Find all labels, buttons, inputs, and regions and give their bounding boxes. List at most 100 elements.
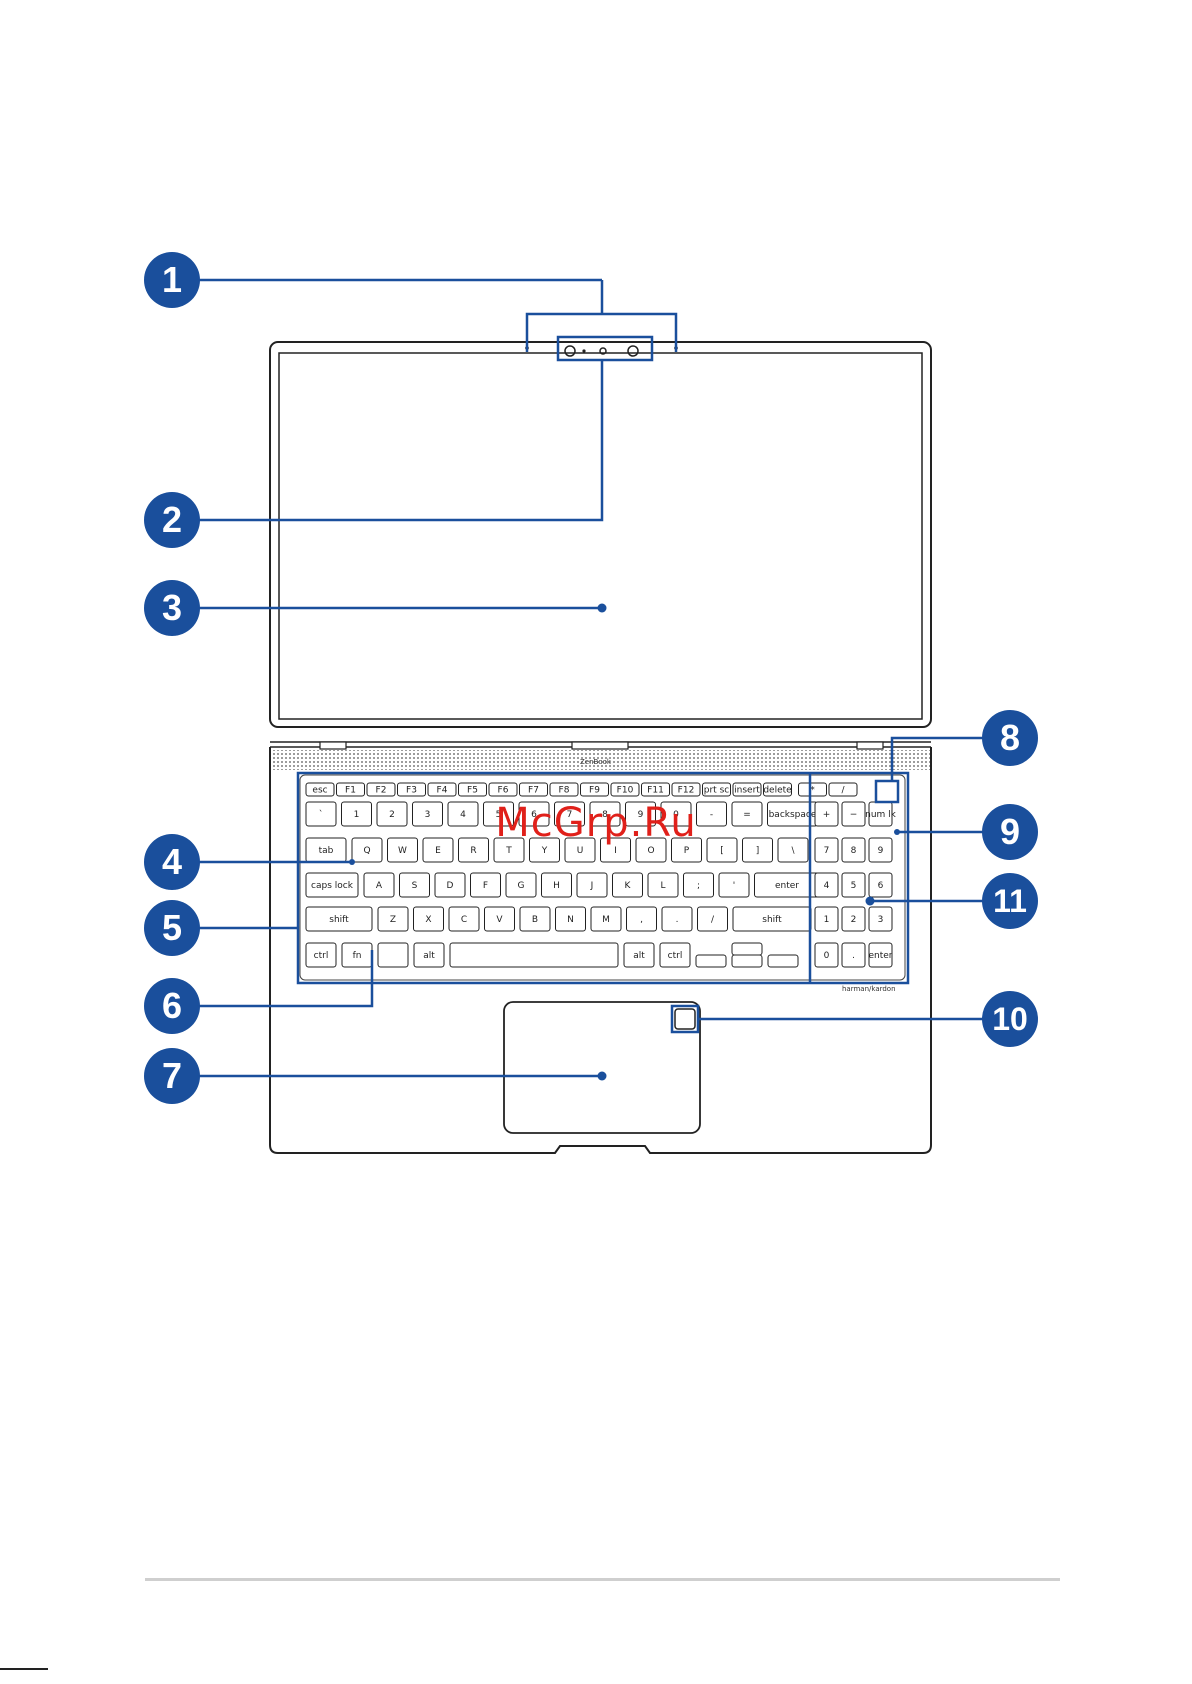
num-row-6-key: [518, 801, 550, 827]
num-row-11-key-label: -: [710, 810, 713, 820]
num-row-8-key: [589, 801, 621, 827]
z-row-1-key: [413, 906, 444, 932]
q-row-5-key-label: Y: [541, 846, 548, 856]
speaker-grille: [270, 750, 931, 770]
fn-row-15-key: [763, 782, 792, 797]
hinge-left: [319, 741, 347, 750]
callout-badge-8: 8: [982, 710, 1038, 766]
fn-row-3-key-label: F3: [406, 786, 417, 796]
speaker-brand-label: harman/kardon: [842, 985, 896, 993]
q-row-3-key-label: R: [470, 846, 476, 856]
a-row-10-key: [718, 872, 750, 898]
callout-3-dot: [597, 603, 607, 613]
ir-emitter-right: [627, 345, 639, 357]
z-row-3-key-label: V: [496, 915, 503, 925]
a-row-2-key: [434, 872, 466, 898]
z-row-4-key: [519, 906, 551, 932]
q-row-0-key: [351, 837, 383, 863]
zenbook-brand: ZenBook: [580, 758, 612, 766]
num-row-10-key: [660, 801, 692, 827]
fn-row-1-key: [336, 782, 365, 797]
numpad-row5-1-key-label: .: [852, 951, 855, 961]
enter-key-label: enter: [775, 881, 799, 891]
numpad-row5-2-key: [868, 942, 893, 968]
numpad-row2-1-key: [841, 837, 866, 863]
q-row-2-key-label: E: [435, 846, 441, 856]
q-row-2-key: [422, 837, 454, 863]
windows-key: [377, 942, 409, 968]
callout-badge-10: 10: [982, 991, 1038, 1047]
fn-row-9-key: [580, 782, 609, 797]
z-row-6-key: [590, 906, 622, 932]
hinge-right: [856, 741, 884, 750]
q-row-7-key-label: I: [614, 846, 617, 856]
fn-row-14-key-label: insert: [734, 786, 760, 796]
numpad-row1-1-key: [841, 801, 866, 827]
alt-left-key-label: alt: [423, 951, 435, 961]
q-row-4-key-label: T: [505, 846, 512, 856]
num-row-7-key: [554, 801, 585, 827]
callout-badge-1: 1: [144, 252, 200, 308]
numpad-row4-0-key: [814, 906, 839, 932]
numpad-row1-0-key-label: +: [823, 810, 831, 820]
callout-badge-3: 3: [144, 580, 200, 636]
callout-badge-6: 6: [144, 978, 200, 1034]
q-row-6-key-label: U: [577, 846, 584, 856]
a-row-8-key-label: L: [660, 881, 665, 891]
ctrl-left-key-label: ctrl: [314, 951, 329, 961]
num-row-4-key: [447, 801, 479, 827]
fn-row-8-key: [549, 782, 579, 797]
q-row-11-key: [742, 837, 773, 863]
z-row-4-key-label: B: [532, 915, 538, 925]
arrow-left-key: [695, 954, 727, 968]
numpad-row1-1-key-label: −: [850, 810, 858, 820]
callout-8-leader: [890, 736, 1004, 781]
camera-indicator: [582, 349, 586, 353]
z-row-2-key-label: C: [461, 915, 467, 925]
a-row-6-key: [576, 872, 608, 898]
footer-scrap-left: [0, 1668, 48, 1670]
z-row-5-key: [555, 906, 586, 932]
num-row-3-key-label: 3: [425, 810, 431, 820]
callout-8-box: [874, 779, 900, 804]
num-row-6-key-label: 6: [531, 810, 537, 820]
numpad-row5-2-key-label: enter: [868, 951, 892, 961]
fn-row-10-key-label: F10: [617, 786, 634, 796]
numpad-row5-0-key: [814, 942, 839, 968]
fn-row-12-key: [671, 782, 701, 797]
fn-row-5-key-label: F5: [467, 786, 478, 796]
q-row-11-key-label: ]: [756, 846, 760, 856]
num-row-2-key: [376, 801, 408, 827]
q-row-4-key: [493, 837, 525, 863]
a-row-0-key-label: A: [376, 881, 383, 891]
fn-row-3-key: [397, 782, 426, 797]
z-row-1-key-label: X: [425, 915, 431, 925]
q-row-10-key: [706, 837, 738, 863]
ir-emitter-left: [564, 345, 576, 357]
numpad-row2-0-key-label: 7: [824, 846, 830, 856]
a-row-0-key: [363, 872, 395, 898]
numpad-row4-1-key-label: 2: [851, 915, 857, 925]
fn-row-7-key: [519, 782, 548, 797]
numpad-row1-2-key-label: num lk: [865, 810, 897, 820]
arrow-right-key: [767, 954, 799, 968]
numpad-row3-1-key: [841, 872, 866, 898]
numpad-row4-2-key-label: 3: [878, 915, 884, 925]
arrow-up-key: [731, 942, 763, 956]
num-row-1-key: [341, 801, 372, 827]
numpad-row4-0-key-label: 1: [824, 915, 830, 925]
shift-left-key-label: shift: [329, 915, 349, 925]
numpad-row2-2-key: [868, 837, 893, 863]
numpad-row3-0-key: [814, 872, 839, 898]
z-row-7-key-label: ,: [640, 915, 643, 925]
z-row-9-key-label: /: [711, 915, 715, 925]
a-row-5-key-label: H: [553, 881, 560, 891]
z-row-7-key: [626, 906, 657, 932]
q-row-8-key-label: O: [647, 846, 654, 856]
num-row-12-key: [731, 801, 763, 827]
q-row-7-key: [600, 837, 631, 863]
q-row-12-key: [777, 837, 809, 863]
a-row-5-key: [541, 872, 572, 898]
numpad-row2-2-key-label: 9: [878, 846, 884, 856]
